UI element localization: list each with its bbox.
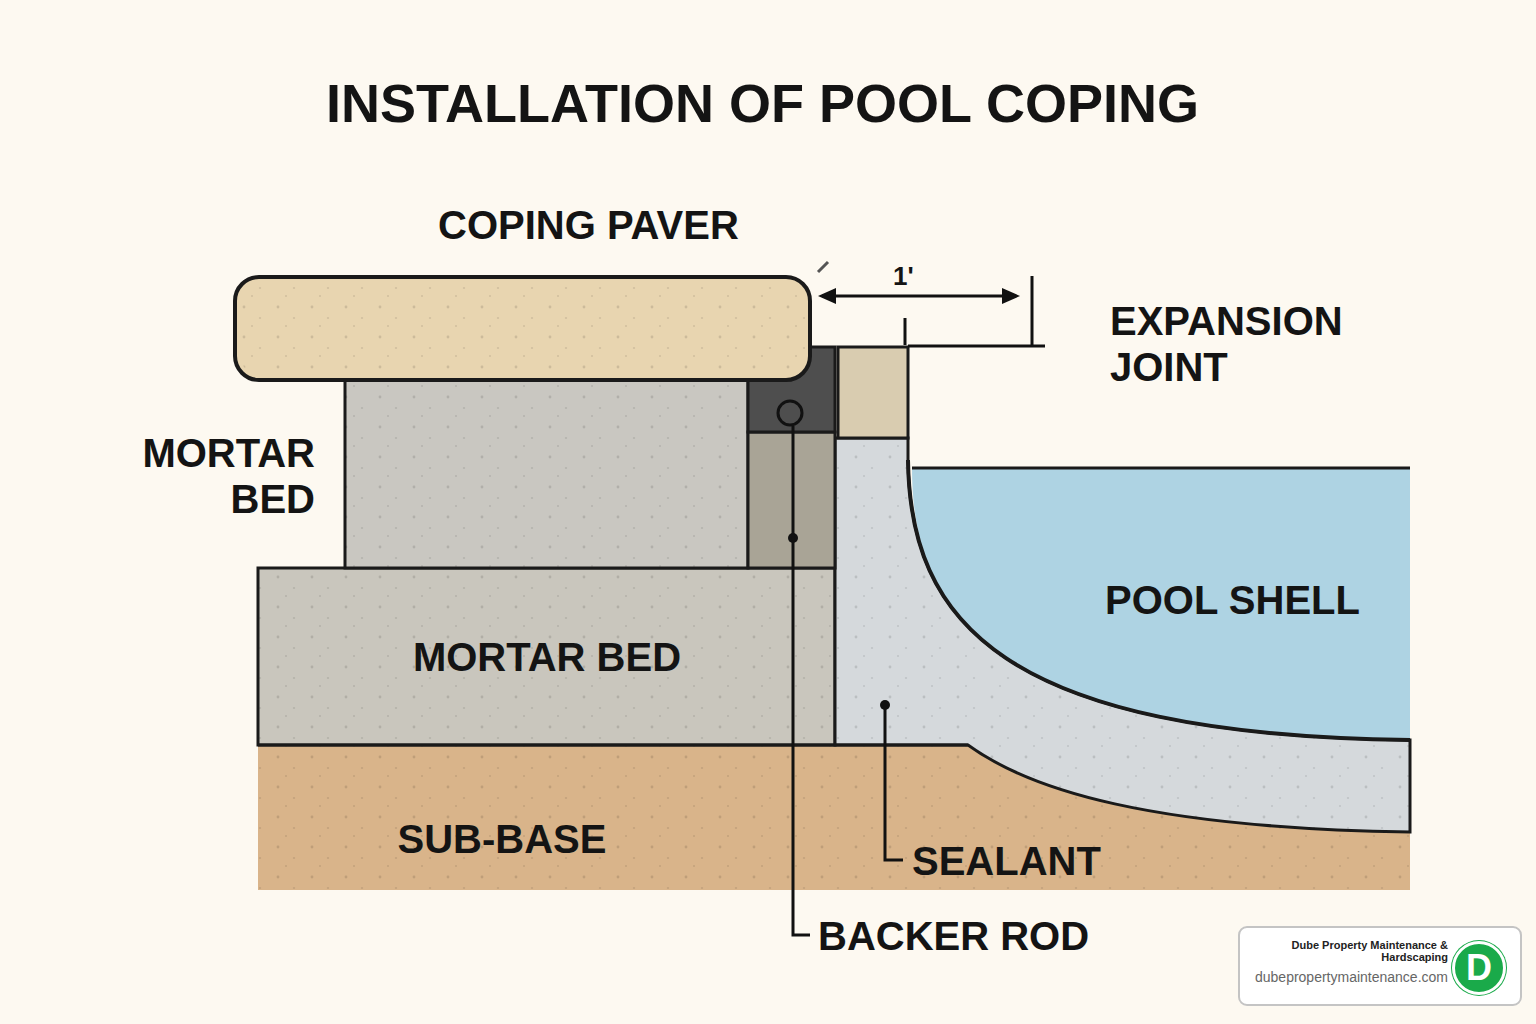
extension-line xyxy=(1031,276,1034,345)
logo-letter: D xyxy=(1466,950,1492,986)
mortar-texture xyxy=(258,568,835,745)
paver-texture xyxy=(240,282,805,375)
shell-edge xyxy=(908,460,1410,740)
shell-cap xyxy=(838,347,908,438)
backer-rod-symbol xyxy=(778,401,802,425)
diagram-title: INSTALLATION OF POOL COPING xyxy=(326,72,1199,134)
leader-line xyxy=(793,426,810,935)
extension-line xyxy=(904,318,907,345)
mortar-block-texture xyxy=(345,380,748,568)
arrowhead xyxy=(1002,288,1020,304)
dimension-line xyxy=(822,295,1016,298)
pool-water xyxy=(912,468,1410,740)
part-label: EXPANSION JOINT xyxy=(1110,298,1380,390)
base-line xyxy=(258,744,968,747)
reference-line xyxy=(908,345,1045,348)
mortar-block xyxy=(345,380,748,568)
part-label: SEALANT xyxy=(912,838,1101,884)
company-url: dubepropertymaintenance.com xyxy=(1255,969,1448,985)
region-label: MORTAR BED xyxy=(413,635,681,680)
shell-texture xyxy=(835,438,1410,832)
sub-base-band: SUB-BASE xyxy=(262,790,742,888)
mortar-bed-band: MORTAR BED xyxy=(262,572,832,742)
pool-water-region: POOL SHELL xyxy=(1060,540,1405,660)
tick xyxy=(818,262,828,272)
mortar-bed-band xyxy=(258,568,835,745)
coping-paver xyxy=(235,277,810,380)
part-label: BACKER ROD xyxy=(818,913,1089,959)
pool-shell-wall xyxy=(835,438,1410,832)
dimension-label: 1' xyxy=(893,262,914,292)
region-label: SUB-BASE xyxy=(398,817,607,862)
water-line xyxy=(912,467,1410,470)
part-label: MORTAR BED xyxy=(115,430,315,522)
part-label: COPING PAVER xyxy=(438,202,739,248)
leader-line xyxy=(885,705,903,860)
logo-box: Dube Property Maintenance & Hardscaping d… xyxy=(1238,926,1522,1006)
company-name: Dube Property Maintenance & Hardscaping xyxy=(1248,940,1448,963)
logo-mark: D xyxy=(1452,941,1506,995)
region-label: POOL SHELL xyxy=(1105,578,1360,623)
arrowhead xyxy=(818,288,836,304)
